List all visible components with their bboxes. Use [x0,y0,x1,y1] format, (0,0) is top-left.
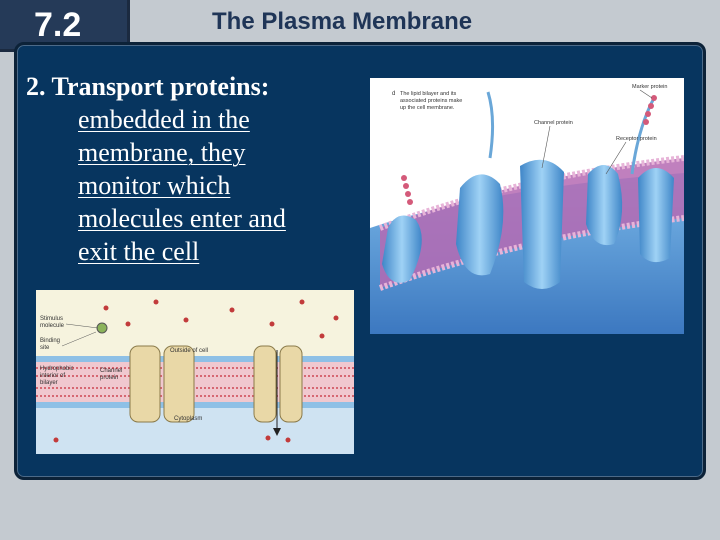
transport-proteins-point: 2. Transport proteins: embedded in the m… [26,70,356,268]
label-channel-1: Channel [100,368,122,374]
label-receptor-protein: Receptor protein [616,136,657,142]
caption-line-2: associated proteins make [400,98,462,104]
label-binding-2: site [40,345,50,351]
section-number: 7.2 [34,6,82,44]
slide-title: The Plasma Membrane [212,8,473,35]
label-stimulus-2: molecule [40,323,65,329]
channel-protein-diagram-svg: Stimulus molecule Binding site Outside o… [36,290,354,454]
point-heading: 2. Transport proteins: [26,72,270,101]
point-line-2: membrane, they [78,138,246,167]
label-hydrophobic-2: interior of [40,373,65,379]
label-hydrophobic-1: Hydrophobic [40,366,74,372]
lipid-bilayer [36,356,354,408]
point-line-4: molecules enter and [78,204,286,233]
membrane-illustration-svg: d The lipid bilayer and its associated p… [370,84,684,334]
label-marker-protein: Marker protein [632,84,667,90]
caption-line-3: up the cell membrane. [400,105,455,111]
label-channel-2: protein [100,375,118,381]
caption-line-1: The lipid bilayer and its [400,91,457,97]
caption-letter: d [392,91,395,97]
label-channel-protein: Channel protein [534,120,573,126]
channel-protein-diagram: Stimulus molecule Binding site Outside o… [36,290,354,454]
label-stimulus-1: Stimulus [40,316,63,322]
point-line-1: embedded in the [78,105,250,134]
point-line-5: exit the cell [78,237,200,266]
membrane-illustration: d The lipid bilayer and its associated p… [370,78,684,334]
label-hydrophobic-3: bilayer [40,380,58,386]
label-binding-1: Binding [40,338,60,344]
point-line-3: monitor which [78,171,231,200]
label-outside-of-cell: Outside of cell [170,348,208,354]
label-cytoplasm: Cytoplasm [174,416,202,422]
